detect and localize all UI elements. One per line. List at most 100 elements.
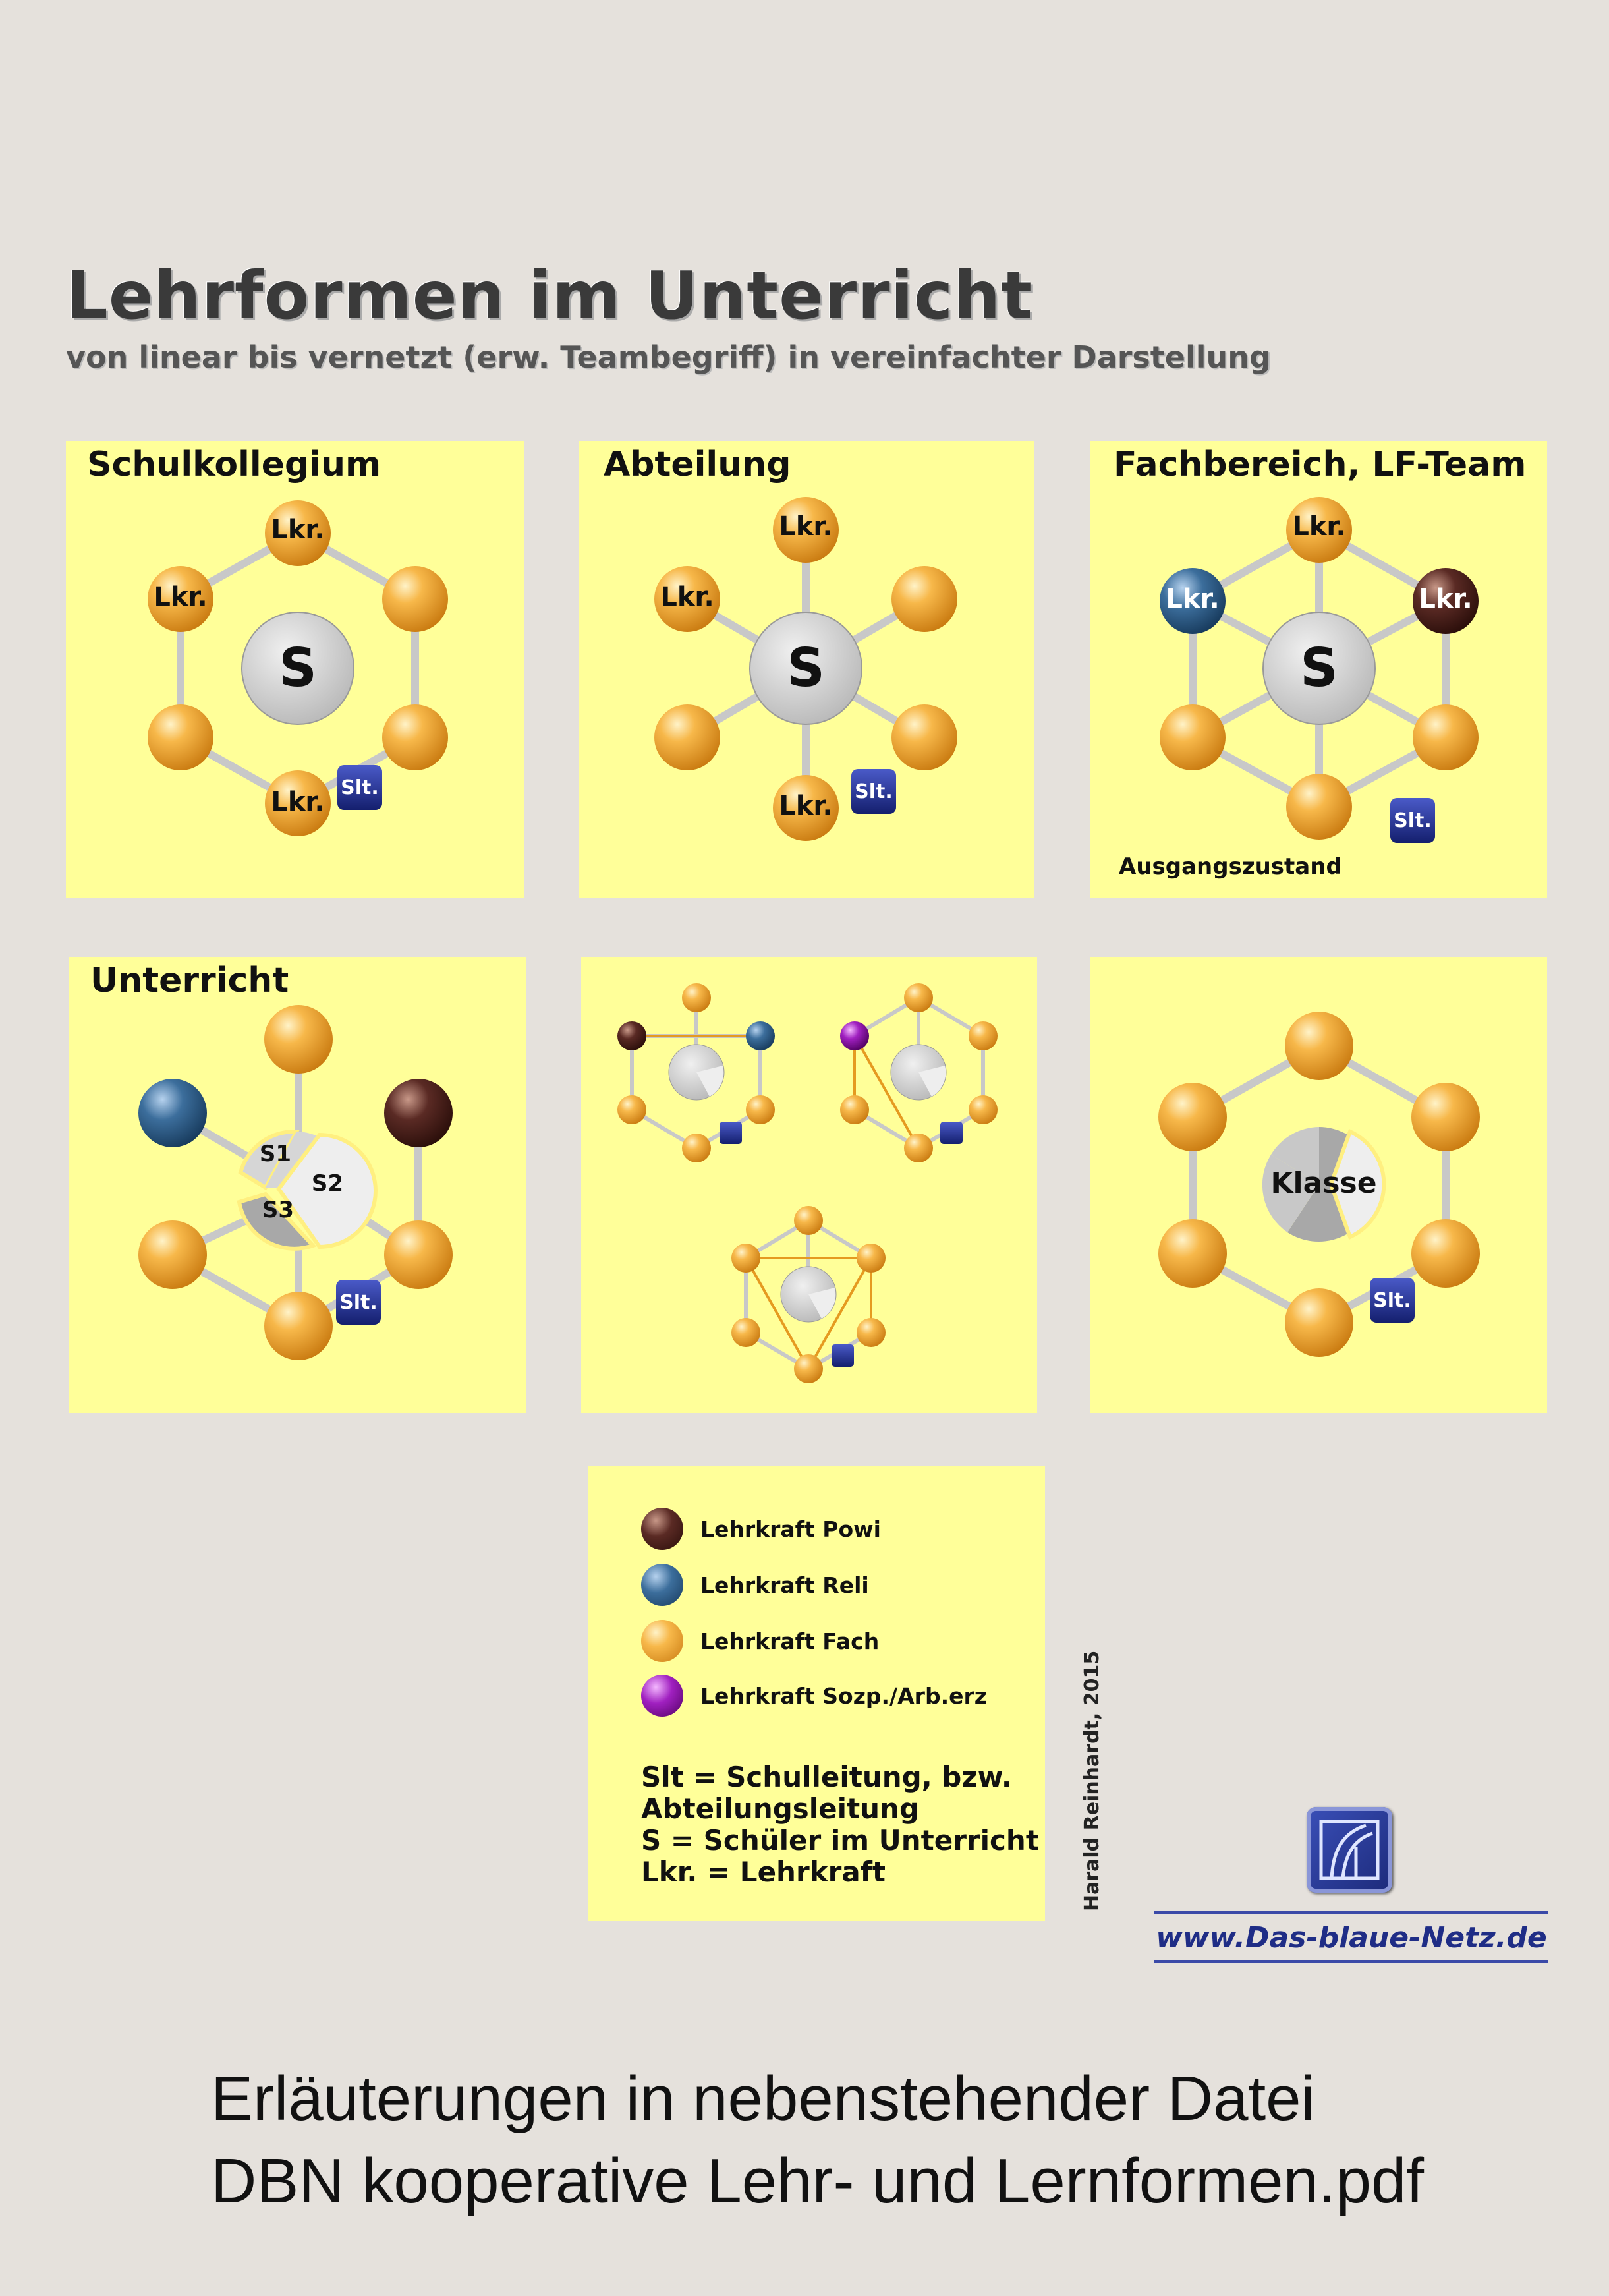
mini-team-1 — [617, 983, 775, 1162]
lkr-label: Lkr. — [779, 791, 832, 821]
sphere-fach-icon — [969, 1095, 998, 1124]
sphere-fach-icon — [384, 1220, 453, 1289]
sphere-reli-icon — [138, 1079, 207, 1147]
student-segment — [276, 1132, 378, 1249]
abbr-s: S = Schüler im Unterricht — [641, 1824, 1039, 1856]
panel-schulkollegium: S Lkr. Lkr. Lkr. Slt. Schulkollegium — [66, 441, 524, 898]
sphere-fach-icon — [746, 1095, 775, 1124]
student-segment — [1330, 1823, 1367, 1879]
slt-label: Slt. — [1394, 809, 1432, 832]
schulkollegium-s-label: S — [279, 637, 317, 699]
slt-box — [940, 1122, 963, 1144]
sphere-fach-icon — [794, 1206, 823, 1235]
page-title: Lehrformen im Unterricht — [66, 257, 1034, 334]
teams-diagram — [617, 983, 998, 1383]
student-segment — [266, 1132, 322, 1188]
sphere-fach-icon — [1411, 1083, 1480, 1151]
abbr-slt: Slt = Schulleitung, bzw. — [641, 1761, 1012, 1793]
fach-dot-icon — [641, 1620, 683, 1662]
sphere-fach-icon — [891, 704, 957, 770]
logo-graphic — [1319, 1820, 1380, 1880]
fachbereich-diagram: S Lkr. Lkr. Lkr. Slt. — [1160, 497, 1479, 843]
sphere-powi-icon — [384, 1079, 453, 1147]
lkr-label: Lkr. — [1419, 584, 1472, 614]
student-circle — [749, 612, 862, 725]
sphere-fach-icon — [857, 1244, 886, 1273]
unterricht-diagram: S1 S2 S3 Slt. — [138, 1005, 453, 1360]
sphere-fach-icon — [264, 1005, 333, 1074]
sphere-fach — [265, 770, 331, 836]
panel-title-schulkollegium: Schulkollegium — [87, 445, 381, 484]
sphere-fach-icon — [731, 1244, 760, 1273]
sphere-powi-icon — [1413, 568, 1479, 634]
slt-box — [1390, 798, 1435, 843]
panel-klasse: Klasse Slt. — [1090, 957, 1547, 1413]
legend-item-sozp: Lehrkraft Sozp./Arb.erz — [641, 1673, 987, 1719]
legend-item-reli: Lehrkraft Reli — [641, 1562, 869, 1608]
panel-title-fachbereich: Fachbereich, LF-Team — [1114, 445, 1527, 484]
footer-line-2: DBN kooperative Lehr- und Lernformen.pdf — [211, 2146, 1425, 2216]
sphere-fach-icon — [773, 775, 839, 841]
slt-box — [1319, 1820, 1380, 1880]
sphere-fach — [382, 566, 448, 632]
sphere-fach-icon — [840, 1095, 869, 1124]
lkr-label: Lkr. — [271, 515, 324, 545]
legend-label: Lehrkraft Reli — [700, 1572, 869, 1598]
sphere-fach — [148, 566, 213, 632]
note-ausgangszustand: Ausgangszustand — [1119, 853, 1342, 880]
author-credit: Harald Reinhardt, 2015 — [1081, 1650, 1104, 1911]
lkr-label: Lkr. — [1166, 584, 1219, 614]
fachbereich-s-label: S — [1300, 637, 1338, 699]
sphere-fach-icon — [794, 1354, 823, 1383]
klasse-diagram: Klasse Slt. — [1158, 1012, 1480, 1357]
legend-panel: Lehrkraft Powi Lehrkraft Reli Lehrkraft … — [588, 1466, 1045, 1921]
sphere-fach-icon — [857, 1318, 886, 1347]
sphere-fach-icon — [1160, 704, 1226, 770]
klasse-label: Klasse — [1270, 1166, 1376, 1200]
abbr-lkr: Lkr. = Lehrkraft — [641, 1856, 886, 1888]
slt-box — [720, 1122, 742, 1144]
student-segment — [1262, 1155, 1319, 1232]
sphere-fach-icon — [1286, 497, 1352, 563]
lkr-label: Lkr. — [1292, 511, 1345, 542]
sphere-fach-icon — [904, 1134, 933, 1162]
sphere-reli-icon — [1160, 568, 1226, 634]
sphere-fach-icon — [654, 566, 720, 632]
powi-dot-icon — [641, 1508, 683, 1550]
student-circle — [1262, 612, 1376, 725]
sphere-fach-icon — [773, 497, 839, 563]
sphere-fach — [265, 500, 331, 566]
student-segment — [1341, 1831, 1373, 1879]
sphere-fach-icon — [969, 1021, 998, 1050]
sphere-fach-icon — [1285, 1288, 1353, 1357]
slt-box — [336, 1280, 381, 1325]
lkr-label: Lkr. — [154, 582, 207, 612]
student-segment — [808, 1288, 836, 1319]
sphere-fach-icon — [682, 1134, 711, 1162]
legend-label: Lehrkraft Powi — [700, 1516, 881, 1542]
slt-label: Slt. — [339, 1291, 378, 1314]
student-segment — [1271, 1127, 1319, 1184]
das-blaue-netz-logo-icon — [1307, 1807, 1392, 1893]
page-subtitle: von linear bis vernetzt (erw. Teambegrif… — [66, 339, 1271, 375]
website-link[interactable]: www.Das-blaue-Netz.de — [1154, 1911, 1548, 1963]
student-segment — [1328, 1128, 1386, 1240]
lkr-label: Lkr. — [271, 787, 324, 817]
sphere-fach — [148, 704, 213, 770]
s1-label: S1 — [260, 1141, 291, 1167]
sphere-fach-icon — [1286, 774, 1352, 840]
s2-label: S2 — [312, 1170, 343, 1197]
sphere-fach-icon — [138, 1220, 207, 1289]
abteilung-s-label: S — [787, 637, 825, 699]
abteilung-diagram: S Lkr. Lkr. Lkr. Slt. — [654, 497, 957, 841]
slt-box — [1370, 1278, 1415, 1323]
sphere-fach — [382, 704, 448, 770]
panel-teams — [581, 957, 1037, 1413]
panel-unterricht: S1 S2 S3 Slt. Unterricht — [69, 957, 526, 1413]
reli-dot-icon — [641, 1564, 683, 1606]
slt-box — [851, 769, 896, 814]
sphere-powi-icon — [617, 1021, 646, 1050]
connector-line — [807, 1257, 872, 1369]
legend-label: Lehrkraft Sozp./Arb.erz — [700, 1682, 987, 1709]
connector-line — [745, 1257, 810, 1369]
